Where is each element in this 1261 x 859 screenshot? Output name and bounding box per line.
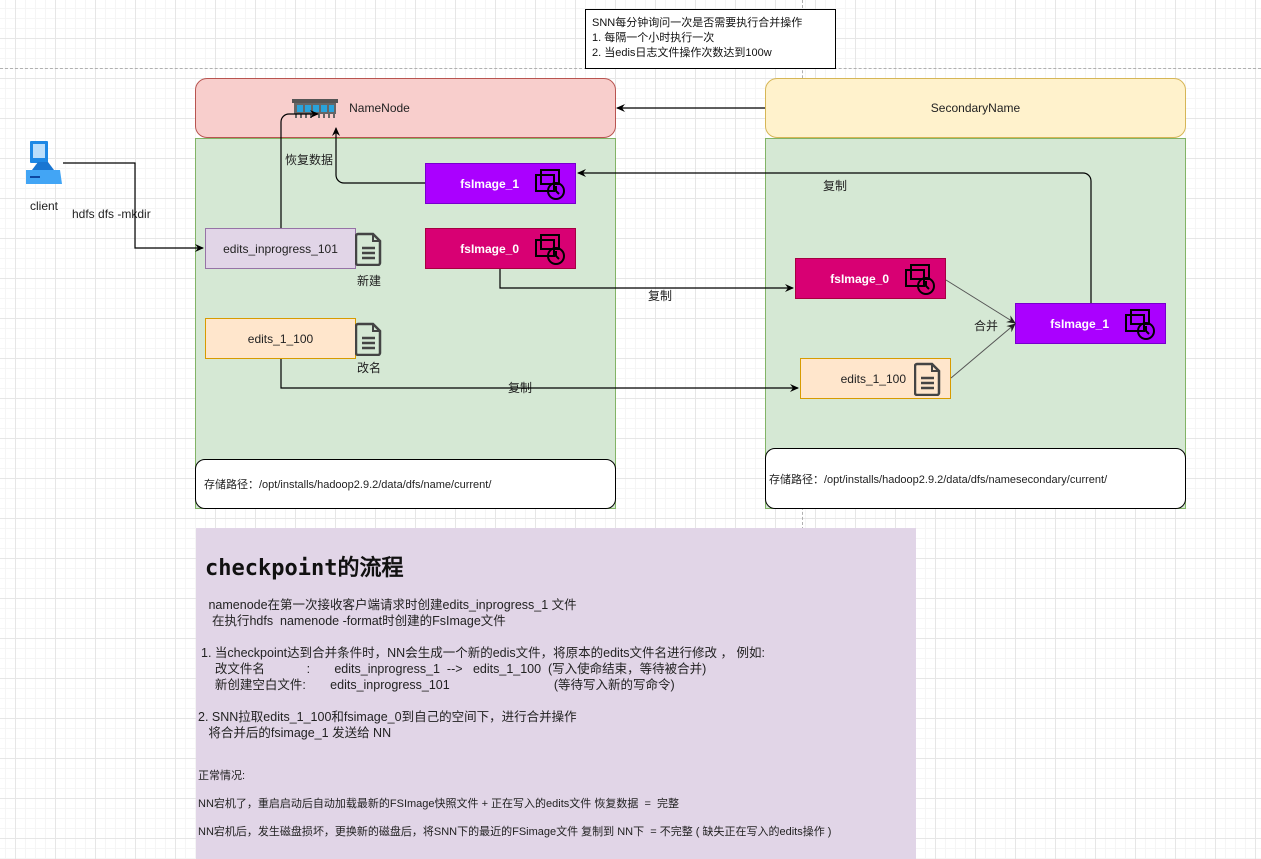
description-step2-line1: 2. SNN拉取edits_1_100和fsimage_0到自己的空间下，进行合… xyxy=(198,710,577,724)
nn-fsimage-0-label: fsImage_0 xyxy=(460,241,519,256)
copy-label-edits: 复制 xyxy=(508,381,533,395)
secondary-namenode-title: SecondaryName xyxy=(930,101,1021,115)
restore-data-label: 恢复数据 xyxy=(285,153,334,167)
nn-edits-done-box[interactable]: edits_1_100 xyxy=(205,318,356,359)
secondary-namenode-header[interactable]: SecondaryName xyxy=(765,78,1186,138)
description-step2-line2: 将合并后的fsimage_1 发送给 NN xyxy=(198,726,392,740)
snapshot-clock-icon xyxy=(903,262,937,296)
client-label: client xyxy=(30,199,59,213)
new-label: 新建 xyxy=(357,274,382,288)
namenode-header[interactable]: NameNode xyxy=(195,78,616,138)
snapshot-clock-icon xyxy=(533,167,567,201)
description-normal-1: NN宕机了，重启启动后自动加载最新的FSImage快照文件 + 正在写入的edi… xyxy=(198,798,679,810)
snn-storage-path[interactable]: 存储路径：/opt/installs/hadoop2.9.2/data/dfs/… xyxy=(765,448,1186,509)
document-icon xyxy=(354,322,383,357)
nn-storage-path[interactable]: 存储路径：/opt/installs/hadoop2.9.2/data/dfs/… xyxy=(195,459,616,509)
copy-label-fsimage: 复制 xyxy=(648,289,673,303)
note-line-3: 2. 当edis日志文件操作次数达到100w xyxy=(592,47,772,59)
note-line-1: SNN每分钟询问一次是否需要执行合并操作 xyxy=(592,17,803,29)
snapshot-clock-icon xyxy=(533,232,567,266)
nn-fsimage-0[interactable]: fsImage_0 xyxy=(425,228,576,269)
nn-edits-done-label: edits_1_100 xyxy=(247,331,314,346)
memory-icon xyxy=(291,96,339,120)
snn-fsimage-1[interactable]: fsImage_1 xyxy=(1015,303,1166,344)
snn-fsimage-1-label: fsImage_1 xyxy=(1050,316,1109,331)
edits-inprogress-box[interactable]: edits_inprogress_101 xyxy=(205,228,356,269)
edge-client-to-edits xyxy=(63,162,204,252)
document-icon xyxy=(913,362,942,396)
nn-storage-path-text: 存储路径：/opt/installs/hadoop2.9.2/data/dfs/… xyxy=(204,479,492,491)
namenode-title: NameNode xyxy=(349,101,410,115)
description-normal-title: 正常情况: xyxy=(198,770,246,782)
nn-fsimage-1[interactable]: fsImage_1 xyxy=(425,163,576,204)
snn-edits-done-box[interactable]: edits_1_100 xyxy=(800,358,951,399)
snapshot-clock-icon xyxy=(1123,307,1157,341)
document-icon xyxy=(354,232,383,267)
copy-label-top: 复制 xyxy=(823,179,848,193)
description-title: checkpoint的流程 xyxy=(205,555,404,581)
mkdir-command-label: hdfs dfs -mkdir xyxy=(72,207,151,221)
client-computer-icon[interactable] xyxy=(24,140,64,186)
merge-label: 合并 xyxy=(974,319,999,333)
description-p1: namenode在第一次接收客户端请求时创建edits_inprogress_1… xyxy=(205,598,577,612)
description-step1-line1: 1. 当checkpoint达到合并条件时，NN会生成一个新的edis文件，将原… xyxy=(201,646,765,660)
edits-inprogress-label: edits_inprogress_101 xyxy=(223,241,338,256)
snn-schedule-note[interactable]: SNN每分钟询问一次是否需要执行合并操作 1. 每隔一个小时执行一次 2. 当e… xyxy=(585,9,836,69)
nn-fsimage-1-label: fsImage_1 xyxy=(460,176,519,191)
checkpoint-description: checkpoint的流程 namenode在第一次接收客户端请求时创建edit… xyxy=(196,528,916,859)
description-normal-2: NN宕机后，发生磁盘损坏，更换新的磁盘后，将SNN下的最近的FSimage文件 … xyxy=(198,826,832,838)
description-step1-line3: 新创建空白文件: edits_inprogress_101 (等待写入新的写命令… xyxy=(201,678,675,692)
snn-storage-path-text: 存储路径：/opt/installs/hadoop2.9.2/data/dfs/… xyxy=(769,473,1108,486)
snn-fsimage-0[interactable]: fsImage_0 xyxy=(795,258,946,299)
description-step1-line2: 改文件名 : edits_inprogress_1 --> edits_1_10… xyxy=(201,662,707,676)
snn-fsimage-0-label: fsImage_0 xyxy=(830,271,889,286)
rename-label: 改名 xyxy=(357,361,382,375)
note-line-2: 1. 每隔一个小时执行一次 xyxy=(592,32,715,44)
description-p2: 在执行hdfs namenode -format时创建的FsImage文件 xyxy=(205,614,506,628)
snn-edits-done-label: edits_1_100 xyxy=(840,371,906,386)
